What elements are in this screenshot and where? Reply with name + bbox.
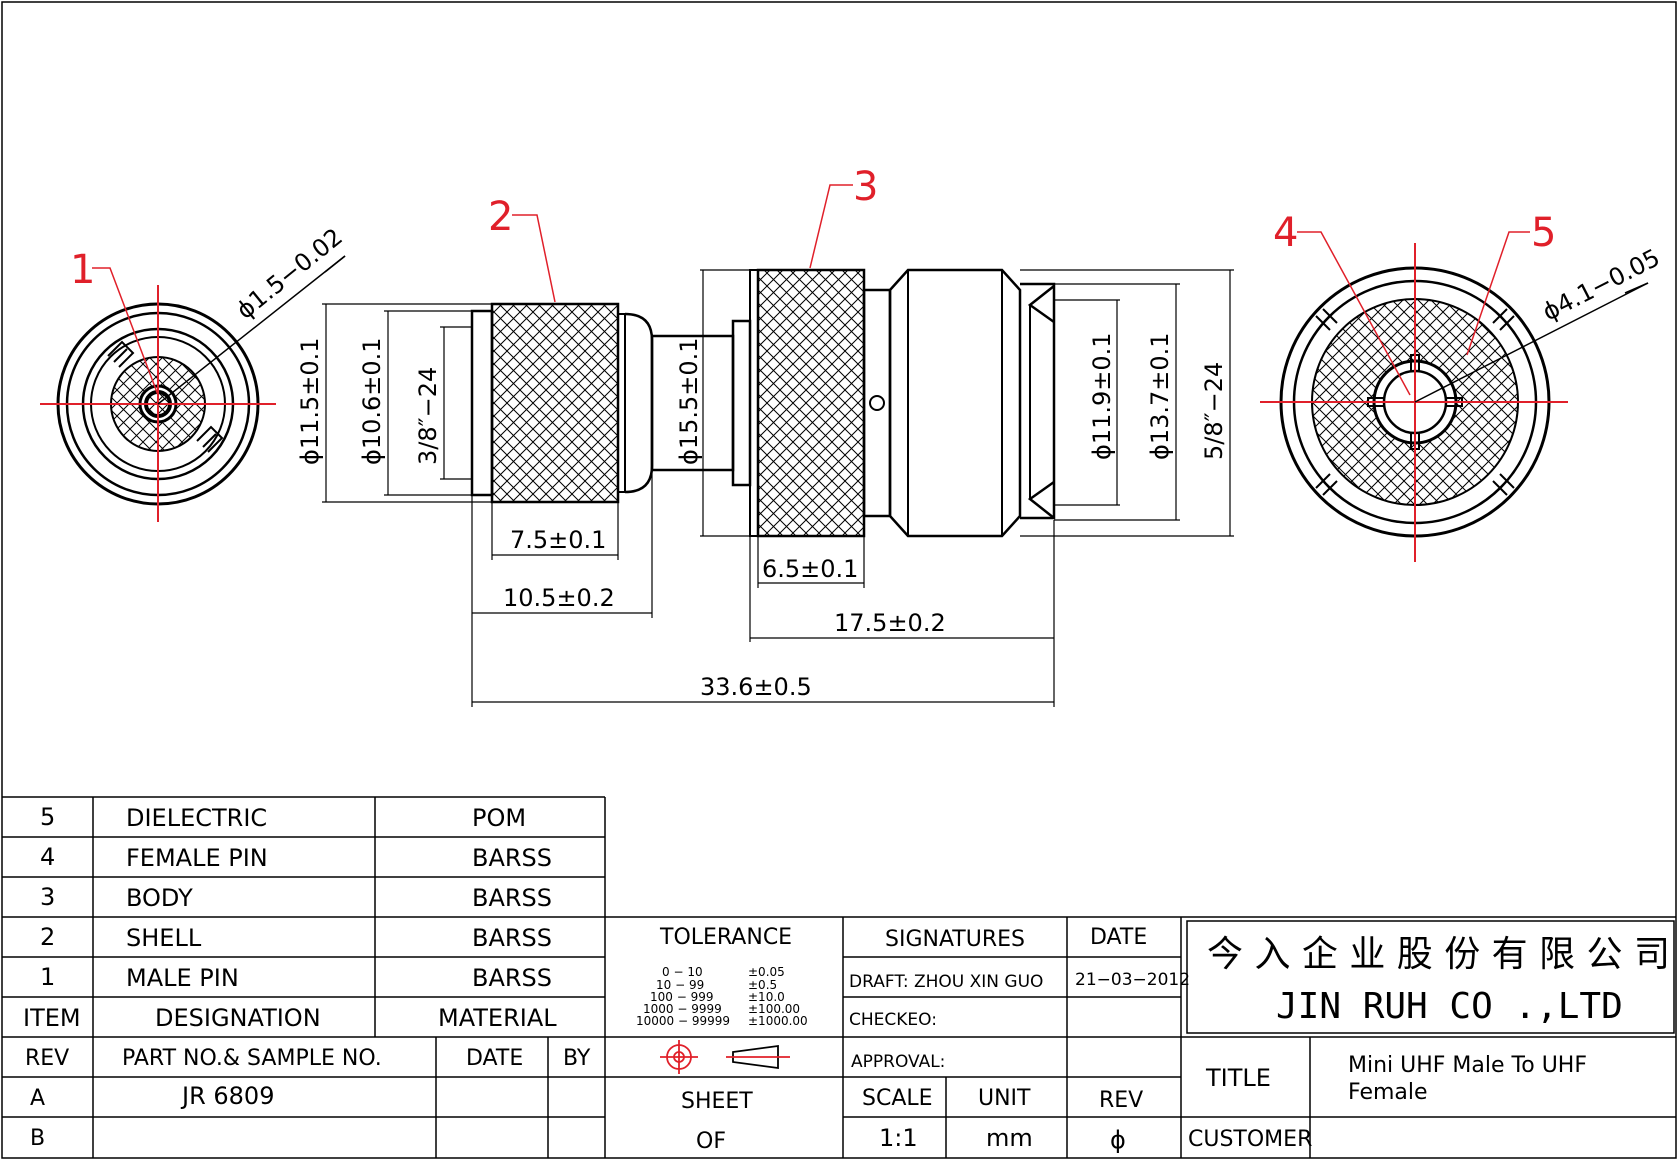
balloon-1-label: 1 [70, 247, 95, 293]
dim-d11-9: ϕ11.9±0.1 [1088, 332, 1116, 460]
tolerance-range: 0 − 10 [662, 965, 703, 979]
bom-row-material: BARSS [472, 884, 552, 912]
tolerance-value: ±0.5 [748, 978, 777, 992]
date-value: 21−03−2012 [1075, 970, 1190, 990]
bom-header-designation: DESIGNATION [155, 1004, 321, 1032]
signatures-title: SIGNATURES [885, 927, 1025, 952]
bom-row-designation: MALE PIN [126, 964, 239, 992]
rev-header-date: DATE [466, 1046, 523, 1071]
tolerance-value: ±1000.00 [748, 1014, 808, 1028]
bom-row-material: BARSS [472, 844, 552, 872]
bom-row-item: 2 [40, 923, 55, 951]
tolerance-value: ±0.05 [748, 965, 785, 979]
tolerance-title: TOLERANCE [659, 925, 792, 950]
rev-value: ϕ [1110, 1126, 1126, 1154]
signature-approval: APPROVAL: [851, 1052, 945, 1072]
balloon-4: 4 [1273, 210, 1411, 396]
rev-label: REV [1099, 1088, 1143, 1113]
dim-l10-5: 10.5±0.2 [503, 584, 615, 612]
signature-draft: DRAFT: ZHOU XIN GUO [849, 972, 1043, 992]
bom-row-item: 1 [40, 963, 55, 991]
rev-header-by: BY [563, 1046, 591, 1071]
bom-row-material: POM [472, 804, 526, 832]
balloon-5: 5 [1466, 210, 1556, 356]
title-line-1: Mini UHF Male To UHF [1348, 1053, 1587, 1078]
bom-header-material: MATERIAL [438, 1004, 557, 1032]
dim-l7-5: 7.5±0.1 [510, 526, 606, 554]
side-view [470, 268, 1056, 538]
dim-l33-6: 33.6±0.5 [700, 673, 812, 701]
rev-row-rev: A [30, 1086, 45, 1111]
projection-symbol-icon [660, 1040, 790, 1074]
dim-d15-5: ϕ15.5±0.1 [675, 337, 703, 465]
bom-row-item: 5 [40, 803, 55, 831]
company-english-name: JIN RUH CO .,LTD [1276, 986, 1623, 1027]
bom-row-material: BARSS [472, 964, 552, 992]
unit-label: UNIT [978, 1086, 1031, 1111]
unit-value: mm [986, 1124, 1033, 1152]
sheet-label: SHEET [681, 1089, 753, 1114]
tolerance-value: ±100.00 [748, 1002, 800, 1016]
rev-header-rev: REV [25, 1046, 69, 1071]
balloon-3: 3 [809, 164, 878, 269]
scale-value: 1:1 [879, 1124, 918, 1152]
rev-header-part: PART NO.& SAMPLE NO. [122, 1046, 382, 1071]
title-label: TITLE [1205, 1064, 1271, 1092]
company-chinese-name: 今 入 企 业 股 份 有 限 公 司 [1207, 934, 1670, 975]
bom-row-designation: SHELL [126, 924, 202, 952]
customer-label: CUSTOMER [1188, 1127, 1312, 1152]
dim-thread-5-8: 5/8″−24 [1200, 362, 1228, 460]
date-label: DATE [1090, 925, 1147, 950]
tolerance-value: ±10.0 [748, 990, 785, 1004]
dim-d10-6: ϕ10.6±0.1 [358, 337, 386, 465]
dim-d13-7: ϕ13.7±0.1 [1146, 332, 1174, 460]
sheet-of-label: OF [696, 1129, 726, 1154]
dim-pin-diameter: ϕ1.5−0.02 [231, 223, 348, 325]
right-end-view: ϕ4.1−0.05 [1260, 243, 1664, 562]
title-line-2: Female [1348, 1080, 1428, 1105]
dim-l6-5: 6.5±0.1 [762, 555, 858, 583]
rev-table-text: REV PART NO.& SAMPLE NO. DATE BY A JR 68… [25, 1046, 591, 1151]
tolerance-ranges: 0 − 10 10 − 99 100 − 999 1000 − 9999 100… [636, 965, 808, 1028]
balloon-3-label: 3 [853, 164, 878, 210]
bom-row-designation: FEMALE PIN [126, 844, 268, 872]
balloon-4-label: 4 [1273, 210, 1298, 256]
dim-d11-5: ϕ11.5±0.1 [296, 337, 324, 465]
rev-table [2, 1037, 605, 1158]
signature-checked: CHECKEO: [849, 1010, 937, 1030]
bom-row-material: BARSS [472, 924, 552, 952]
balloon-1: 1 [70, 247, 159, 396]
bom-row-designation: DIELECTRIC [126, 804, 267, 832]
tolerance-range: 1000 − 9999 [643, 1002, 722, 1016]
rev-row-part: JR 6809 [180, 1082, 274, 1110]
bom-row-item: 3 [40, 883, 55, 911]
dim-l17-5: 17.5±0.2 [834, 609, 946, 637]
bom-row-designation: BODY [126, 884, 193, 912]
tolerance-range: 10000 − 99999 [636, 1014, 730, 1028]
balloon-5-label: 5 [1531, 210, 1556, 256]
rev-row-rev: B [30, 1126, 45, 1151]
bom-header-item: ITEM [23, 1004, 81, 1032]
tolerance-range: 10 − 99 [656, 978, 704, 992]
balloon-2-label: 2 [488, 194, 513, 240]
title-block-grid [605, 916, 1676, 1158]
side-view-dimensions [322, 269, 1234, 707]
bom-table [2, 796, 1676, 1158]
balloon-2: 2 [488, 194, 556, 303]
tolerance-range: 100 − 999 [650, 990, 714, 1004]
bom-rows: 5 DIELECTRIC POM 4 FEMALE PIN BARSS 3 BO… [23, 803, 557, 1032]
dim-thread-3-8: 3/8″−24 [414, 367, 442, 465]
bom-row-item: 4 [40, 843, 55, 871]
scale-label: SCALE [862, 1086, 933, 1111]
